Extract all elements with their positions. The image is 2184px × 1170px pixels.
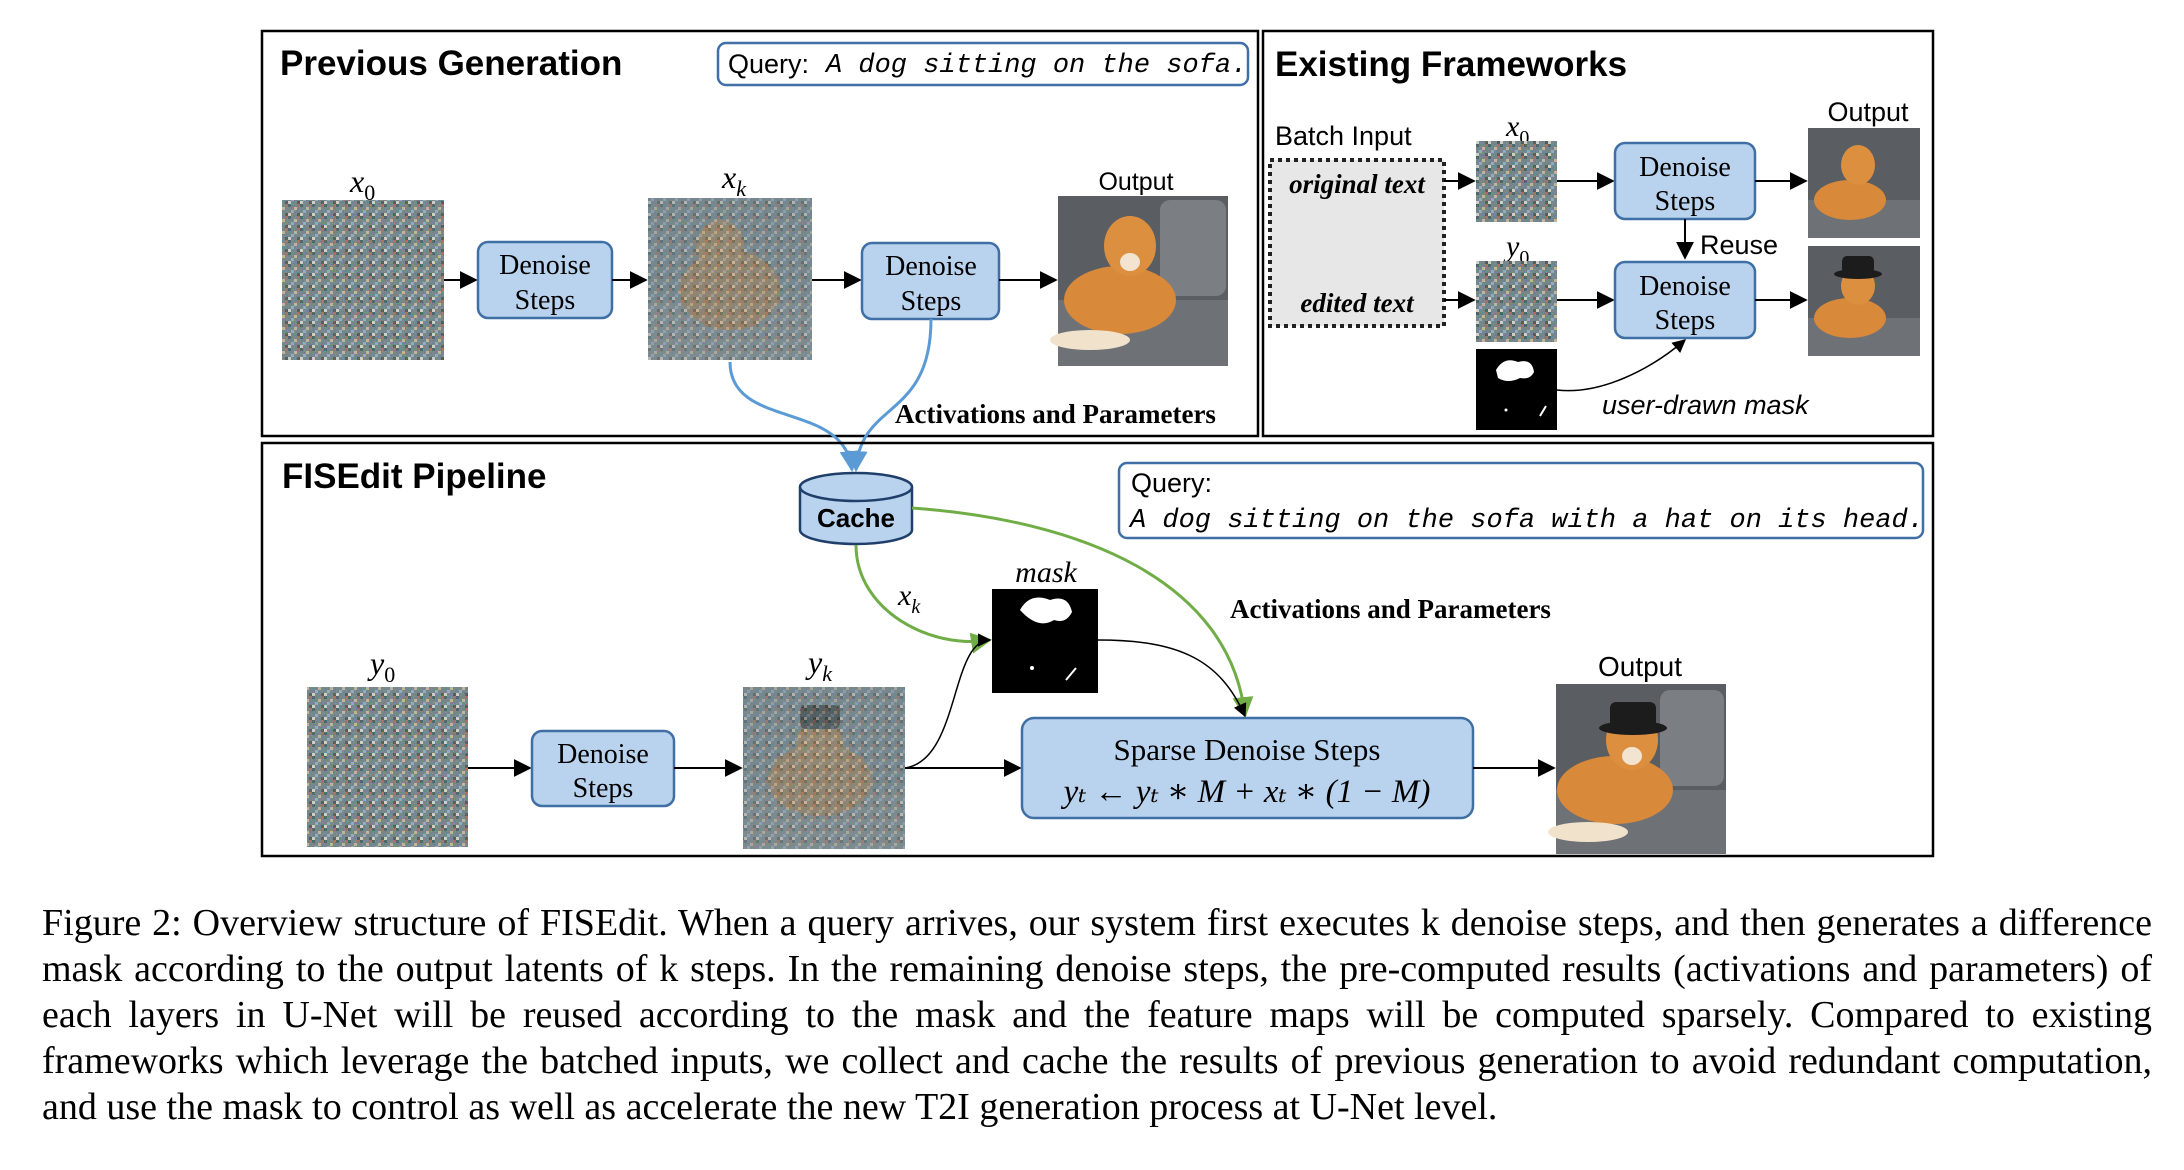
existing-edited-text: edited text	[1300, 288, 1415, 318]
existing-y0-label: y0	[1503, 230, 1529, 269]
existing-denoise-1-line2: Steps	[1655, 186, 1716, 217]
previous-query-text: A dog sitting on the sofa.	[824, 51, 1247, 81]
previous-denoise-2-line2: Steps	[901, 286, 962, 317]
previous-activations-label: Activations and Parameters	[895, 399, 1216, 429]
previous-denoise-1-line2: Steps	[515, 285, 576, 316]
fisedit-denoise-line1: Denoise	[557, 739, 649, 770]
existing-denoise-1-line1: Denoise	[1639, 152, 1731, 183]
existing-panel-title: Existing Frameworks	[1275, 45, 1627, 84]
figure-caption: Figure 2: Overview structure of FISEdit.…	[42, 900, 2152, 1130]
caption-text: Figure 2: Overview structure of FISEdit.…	[42, 902, 2152, 1128]
previous-generation-panel: Previous Generation Query: A dog sitting…	[260, 29, 1260, 473]
fisedit-panel-title: FISEdit Pipeline	[282, 457, 546, 496]
existing-frameworks-panel: Existing Frameworks Batch Input original…	[1261, 29, 1935, 438]
existing-reuse-label: Reuse	[1700, 230, 1778, 260]
previous-x0-noise-image	[282, 200, 444, 360]
fisedit-pipeline-panel: FISEdit Pipeline Cache Query: A dog sitt…	[260, 441, 1935, 858]
blue-arrow-denoise-to-cache	[846, 318, 933, 473]
existing-output-dog-hat-image	[1808, 246, 1920, 356]
existing-x0-label: x0	[1505, 110, 1529, 149]
fisedit-output-dog-hat-image	[1548, 684, 1726, 854]
sparse-denoise-title: Sparse Denoise Steps	[1114, 732, 1381, 767]
previous-query-label: Query:	[728, 49, 809, 79]
blue-arrow-xk-to-cache	[728, 361, 861, 473]
existing-user-mask-image	[1476, 349, 1557, 430]
previous-denoise-1-line1: Denoise	[499, 250, 591, 281]
fisedit-yk-noisy-dog-image	[743, 687, 905, 849]
existing-original-text: original text	[1289, 169, 1426, 199]
existing-panel-frame	[1261, 29, 1935, 438]
fisedit-y0-noise-image	[307, 687, 468, 847]
existing-denoise-2-line1: Denoise	[1639, 271, 1731, 302]
previous-xk-noisy-dog-image	[648, 198, 812, 360]
existing-y0-noise-image	[1476, 261, 1557, 342]
fisedit-query-label: Query:	[1131, 468, 1212, 498]
arrow-yk-to-mask	[904, 633, 992, 769]
fisedit-panel-frame	[260, 441, 1935, 858]
existing-output-label: Output	[1827, 97, 1909, 127]
previous-output-label: Output	[1098, 168, 1173, 196]
fisedit-activations-label: Activations and Parameters	[1230, 594, 1551, 624]
existing-x0-noise-image	[1476, 141, 1557, 222]
existing-user-mask-label: user-drawn mask	[1602, 390, 1810, 420]
fisedit-yk-label: yk	[805, 644, 833, 686]
arrow-mask-to-sparse	[1097, 639, 1247, 718]
fisedit-output-label: Output	[1598, 651, 1682, 682]
green-arrow-cache-to-mask	[854, 544, 993, 654]
green-arrow-cache-to-sparse	[911, 506, 1254, 719]
fisedit-xk-label: xk	[897, 579, 921, 618]
previous-output-dog-image	[1050, 196, 1228, 366]
cache-label: Cache	[817, 503, 895, 533]
existing-batch-input-label: Batch Input	[1275, 121, 1412, 151]
fisedit-y0-label: y0	[367, 645, 395, 687]
cache-cylinder-icon	[798, 471, 914, 546]
fisedit-mask-image	[992, 589, 1098, 693]
existing-output-dog-image	[1808, 128, 1920, 238]
previous-panel-frame	[260, 29, 1260, 438]
previous-xk-label: xk	[721, 159, 747, 201]
existing-batch-input-box	[1268, 158, 1446, 328]
fisedit-mask-label: mask	[1015, 556, 1077, 589]
previous-query-box	[716, 41, 1250, 87]
overview-diagram: Previous Generation Query: A dog sitting…	[260, 29, 1935, 858]
existing-denoise-2-line2: Steps	[1655, 305, 1716, 336]
previous-panel-title: Previous Generation	[280, 44, 622, 83]
fisedit-query-box	[1117, 461, 1925, 540]
sparse-denoise-formula: yₜ ← yₜ ∗ M + xₜ ∗ (1 − M)	[1061, 774, 1431, 810]
fisedit-denoise-line2: Steps	[573, 773, 634, 804]
previous-x0-label: x0	[349, 163, 375, 205]
fisedit-query-text: A dog sitting on the sofa with a hat on …	[1128, 506, 1924, 536]
previous-denoise-2-line1: Denoise	[885, 251, 977, 282]
arrow-mask-to-denoise	[1556, 339, 1687, 392]
